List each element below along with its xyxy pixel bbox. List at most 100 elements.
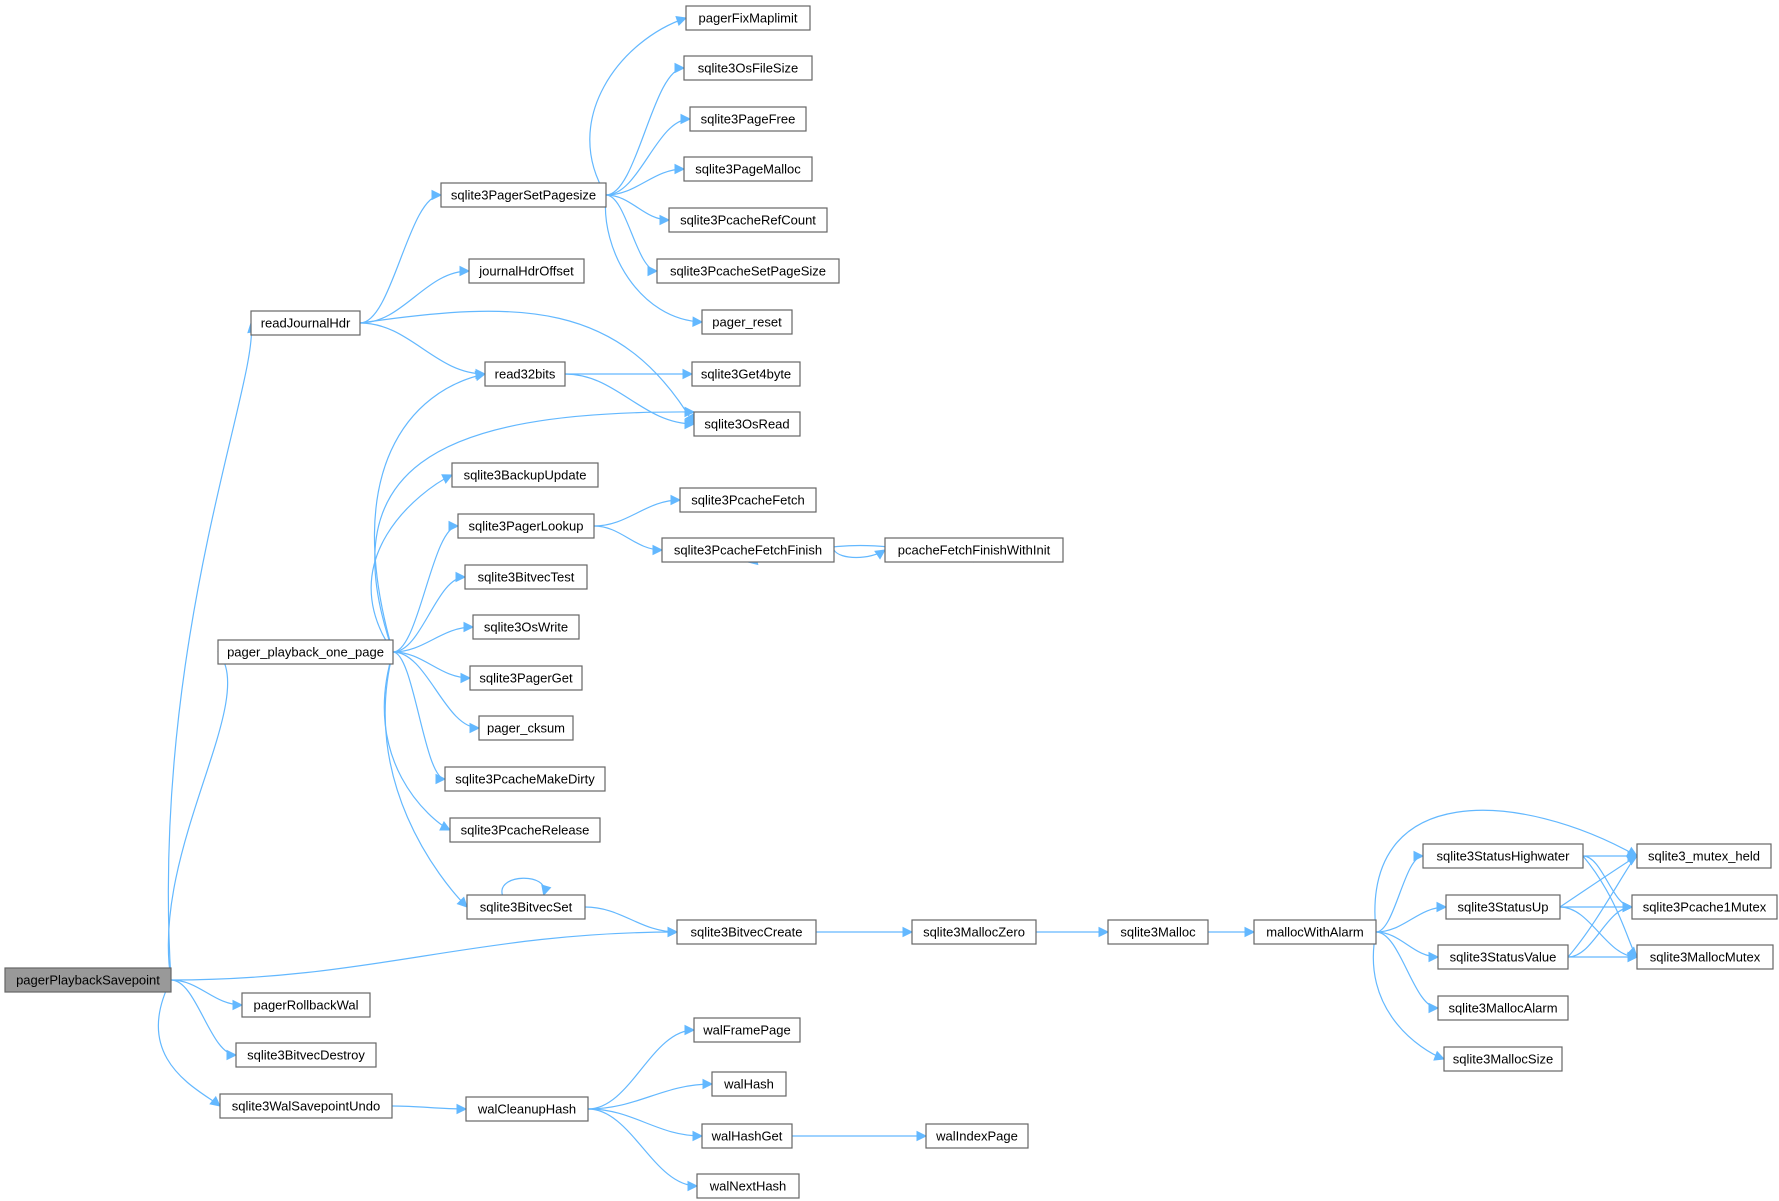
node-sqlite3PagerGet[interactable]: sqlite3PagerGet — [469, 665, 583, 691]
node-sqlite3OsRead[interactable]: sqlite3OsRead — [693, 411, 801, 437]
node-walHash[interactable]: walHash — [711, 1071, 787, 1097]
node-sqlite3PcacheSetPageSize[interactable]: sqlite3PcacheSetPageSize — [656, 258, 840, 284]
node-sqlite3StatusUp[interactable]: sqlite3StatusUp — [1445, 894, 1561, 920]
node-sqlite3BackupUpdate[interactable]: sqlite3BackupUpdate — [451, 462, 599, 488]
node-box[interactable] — [444, 766, 606, 792]
node-box[interactable] — [1253, 919, 1377, 945]
node-box[interactable] — [683, 156, 813, 182]
node-box[interactable] — [676, 919, 817, 945]
node-sqlite3MallocMutex[interactable]: sqlite3MallocMutex — [1636, 944, 1774, 970]
node-pcacheFetchFinishWithInit[interactable]: pcacheFetchFinishWithInit — [884, 537, 1064, 563]
node-box[interactable] — [1631, 894, 1778, 920]
node-read32bits[interactable]: read32bits — [484, 361, 566, 387]
node-box[interactable] — [693, 1017, 801, 1043]
node-box[interactable] — [451, 462, 599, 488]
node-box[interactable] — [689, 106, 807, 132]
node-walNextHash[interactable]: walNextHash — [696, 1173, 800, 1199]
node-box[interactable] — [1422, 843, 1584, 869]
node-sqlite3MallocZero[interactable]: sqlite3MallocZero — [911, 919, 1037, 945]
node-sqlite3PcacheMakeDirty[interactable]: sqlite3PcacheMakeDirty — [444, 766, 606, 792]
node-sqlite3WalSavepointUndo[interactable]: sqlite3WalSavepointUndo — [219, 1093, 393, 1119]
node-sqlite3Malloc[interactable]: sqlite3Malloc — [1107, 919, 1209, 945]
node-box[interactable] — [696, 1173, 800, 1199]
node-box[interactable] — [464, 564, 588, 590]
node-sqlite3PageFree[interactable]: sqlite3PageFree — [689, 106, 807, 132]
node-sqlite3PageMalloc[interactable]: sqlite3PageMalloc — [683, 156, 813, 182]
node-box[interactable] — [1443, 1046, 1563, 1072]
node-box[interactable] — [683, 55, 813, 81]
node-sqlite3BitvecSet[interactable]: sqlite3BitvecSet — [466, 894, 586, 920]
node-sqlite3PcacheFetchFinish[interactable]: sqlite3PcacheFetchFinish — [661, 537, 835, 563]
node-sqlite3StatusValue[interactable]: sqlite3StatusValue — [1437, 944, 1569, 970]
node-sqlite3MallocAlarm[interactable]: sqlite3MallocAlarm — [1437, 995, 1569, 1021]
node-box[interactable] — [1636, 944, 1774, 970]
node-sqlite3OsWrite[interactable]: sqlite3OsWrite — [472, 614, 580, 640]
node-pagerRollbackWal[interactable]: pagerRollbackWal — [241, 992, 371, 1018]
node-box[interactable] — [661, 537, 835, 563]
node-box[interactable] — [465, 1096, 589, 1122]
edge-arrowhead — [456, 1103, 468, 1115]
node-box[interactable] — [691, 361, 801, 387]
node-box[interactable] — [457, 513, 595, 539]
node-box[interactable] — [440, 182, 607, 208]
node-walFramePage[interactable]: walFramePage — [693, 1017, 801, 1043]
node-mallocWithAlarm[interactable]: mallocWithAlarm — [1253, 919, 1377, 945]
node-sqlite3BitvecTest[interactable]: sqlite3BitvecTest — [464, 564, 588, 590]
node-pager_reset[interactable]: pager_reset — [701, 309, 793, 335]
node-label: sqlite3MallocAlarm — [1448, 1001, 1557, 1016]
node-sqlite3PagerSetPagesize[interactable]: sqlite3PagerSetPagesize — [440, 182, 607, 208]
node-box[interactable] — [217, 639, 394, 665]
node-box[interactable] — [1437, 995, 1569, 1021]
node-sqlite3BitvecCreate[interactable]: sqlite3BitvecCreate — [676, 919, 817, 945]
node-box[interactable] — [478, 715, 574, 741]
node-walIndexPage[interactable]: walIndexPage — [925, 1123, 1029, 1149]
node-sqlite3Pcache1Mutex[interactable]: sqlite3Pcache1Mutex — [1631, 894, 1778, 920]
node-sqlite3PcacheRefCount[interactable]: sqlite3PcacheRefCount — [668, 207, 828, 233]
edge-line — [359, 270, 470, 324]
node-box[interactable] — [219, 1093, 393, 1119]
node-sqlite3MallocSize[interactable]: sqlite3MallocSize — [1443, 1046, 1563, 1072]
node-box[interactable] — [701, 1123, 793, 1149]
node-box[interactable] — [4, 967, 172, 993]
node-box[interactable] — [685, 5, 811, 31]
node-box[interactable] — [711, 1071, 787, 1097]
node-box[interactable] — [656, 258, 840, 284]
node-box[interactable] — [1107, 919, 1209, 945]
node-box[interactable] — [250, 310, 361, 336]
node-box[interactable] — [1636, 843, 1772, 869]
node-box[interactable] — [484, 361, 566, 387]
node-sqlite3PcacheFetch[interactable]: sqlite3PcacheFetch — [679, 487, 817, 513]
node-pager_cksum[interactable]: pager_cksum — [478, 715, 574, 741]
node-box[interactable] — [701, 309, 793, 335]
node-sqlite3BitvecDestroy[interactable]: sqlite3BitvecDestroy — [235, 1042, 377, 1068]
node-box[interactable] — [925, 1123, 1029, 1149]
node-box[interactable] — [449, 817, 601, 843]
node-box[interactable] — [466, 894, 586, 920]
node-journalHdrOffset[interactable]: journalHdrOffset — [468, 258, 585, 284]
node-walCleanupHash[interactable]: walCleanupHash — [465, 1096, 589, 1122]
node-box[interactable] — [911, 919, 1037, 945]
node-box[interactable] — [884, 537, 1064, 563]
node-pager_playback_one_page[interactable]: pager_playback_one_page — [217, 639, 394, 665]
node-box[interactable] — [468, 258, 585, 284]
node-box[interactable] — [235, 1042, 377, 1068]
node-sqlite3PcacheRelease[interactable]: sqlite3PcacheRelease — [449, 817, 601, 843]
node-pagerFixMaplimit[interactable]: pagerFixMaplimit — [685, 5, 811, 31]
node-sqlite3PagerLookup[interactable]: sqlite3PagerLookup — [457, 513, 595, 539]
node-sqlite3OsFileSize[interactable]: sqlite3OsFileSize — [683, 55, 813, 81]
node-sqlite3Get4byte[interactable]: sqlite3Get4byte — [691, 361, 801, 387]
node-box[interactable] — [693, 411, 801, 437]
node-box[interactable] — [668, 207, 828, 233]
node-walHashGet[interactable]: walHashGet — [701, 1123, 793, 1149]
node-box[interactable] — [241, 992, 371, 1018]
node-readJournalHdr[interactable]: readJournalHdr — [250, 310, 361, 336]
node-box[interactable] — [679, 487, 817, 513]
node-pagerPlaybackSavepoint[interactable]: pagerPlaybackSavepoint — [4, 967, 172, 993]
node-box[interactable] — [472, 614, 580, 640]
node-sqlite3StatusHighwater[interactable]: sqlite3StatusHighwater — [1422, 843, 1584, 869]
node-box[interactable] — [469, 665, 583, 691]
node-box[interactable] — [1437, 944, 1569, 970]
edge-sqlite3StatusValue-to-sqlite3_mutex_held — [1567, 855, 1638, 958]
node-box[interactable] — [1445, 894, 1561, 920]
node-sqlite3_mutex_held[interactable]: sqlite3_mutex_held — [1636, 843, 1772, 869]
